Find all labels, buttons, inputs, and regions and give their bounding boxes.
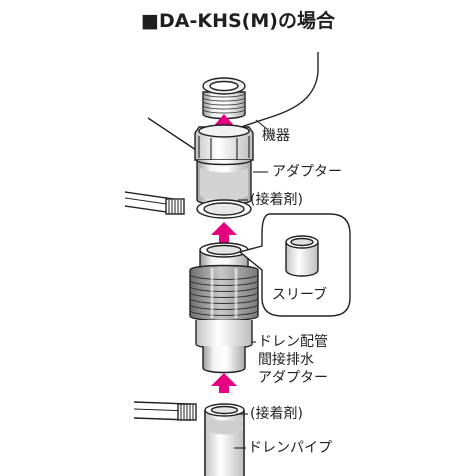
label-device: 機器 — [262, 128, 290, 144]
label-drain-adapter-line3: アダプター — [258, 370, 328, 386]
label-adhesive-top: (接着剤) — [250, 192, 303, 208]
leader-lines — [234, 119, 269, 449]
drain-pipe — [204, 403, 245, 476]
sleeve-callout — [238, 213, 351, 317]
label-drain-pipe: ドレンパイプ — [248, 440, 332, 456]
label-adapter: アダプター — [272, 164, 342, 180]
diagram-title: ■DA-KHS(M)の場合 — [141, 10, 335, 32]
arrow-up-3 — [211, 373, 237, 393]
threaded-fitting — [202, 77, 246, 120]
label-sleeve: スリーブ — [272, 287, 328, 303]
adapter — [194, 124, 254, 219]
arrow-up-2 — [211, 222, 237, 243]
drain-adapter — [189, 242, 259, 374]
device-outline — [147, 52, 319, 151]
left-pipe-bottom — [133, 401, 197, 421]
label-drain-adapter-line2: 間接排水 — [258, 352, 314, 368]
label-drain-adapter-line1: ドレン配管 — [258, 334, 328, 350]
left-pipe-top — [124, 191, 185, 215]
label-adhesive-bottom: (接着剤) — [250, 406, 303, 422]
